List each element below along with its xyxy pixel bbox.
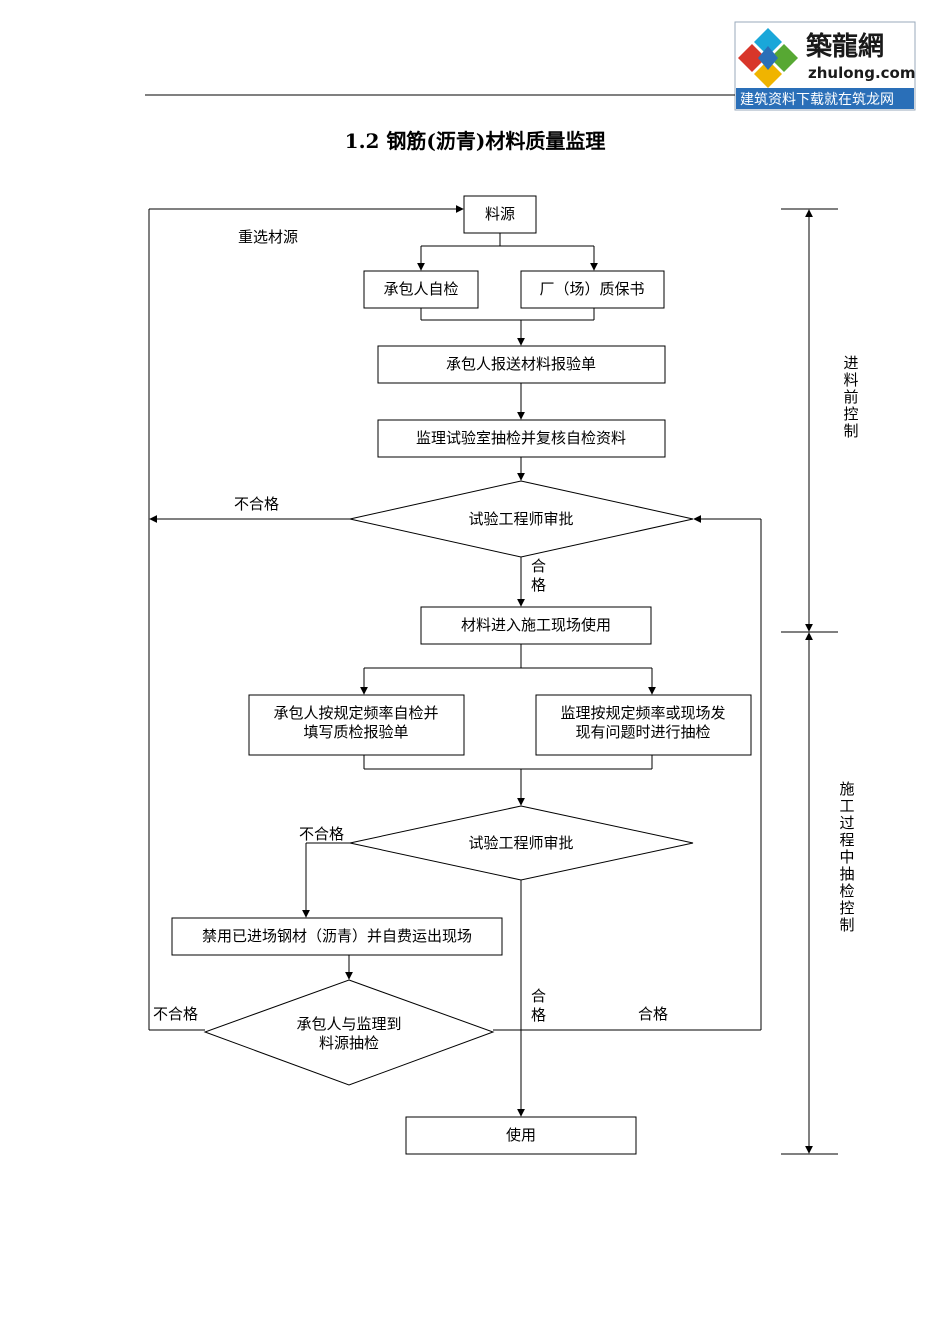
label-pass-2-b: 格 xyxy=(531,1006,546,1024)
label-pass-2-a: 合 xyxy=(531,987,546,1005)
node-self-check-label: 承包人自检 xyxy=(383,280,458,298)
node-joint-check xyxy=(203,979,495,1086)
logo-name: 築龍網 xyxy=(805,31,884,62)
zhulong-logo: 築龍網 zhulong.com 建筑资料下载就在筑龙网 xyxy=(734,21,916,111)
svg-text:进: 进 xyxy=(843,354,858,372)
svg-text:过: 过 xyxy=(839,814,854,832)
svg-text:制: 制 xyxy=(843,422,858,440)
label-pass-1-a: 合 xyxy=(531,557,546,575)
node-approve-2-label: 试验工程师审批 xyxy=(468,834,573,852)
svg-text:制: 制 xyxy=(839,916,854,934)
svg-text:检: 检 xyxy=(839,882,854,900)
svg-text:料: 料 xyxy=(843,371,858,389)
logo-slogan: 建筑资料下载就在筑龙网 xyxy=(740,92,894,108)
node-factory-cert xyxy=(520,270,665,309)
node-enter-site-label: 材料进入施工现场使用 xyxy=(461,616,611,634)
phase-pre-entry: 进 料 前 控 制 xyxy=(843,354,858,440)
node-source xyxy=(463,195,537,234)
phase-in-process: 施 工 过 程 中 抽 检 控 制 xyxy=(839,780,854,934)
node-source-label: 料源 xyxy=(485,205,515,223)
node-approve-1-label: 试验工程师审批 xyxy=(468,510,573,528)
logo-mark-icon xyxy=(738,28,798,88)
node-contractor-freq-line2: 填写质检报验单 xyxy=(303,723,408,741)
node-lab-check xyxy=(377,419,666,458)
svg-text:程: 程 xyxy=(839,831,854,849)
svg-text:抽: 抽 xyxy=(839,865,854,883)
svg-text:控: 控 xyxy=(843,405,858,423)
node-joint-check-line1: 承包人与监理到 xyxy=(296,1015,401,1033)
node-use xyxy=(405,1116,637,1155)
node-report-form-label: 承包人报送材料报验单 xyxy=(446,355,596,373)
node-contractor-freq-line1: 承包人按规定频率自检并 xyxy=(273,704,438,722)
label-reselect: 重选材源 xyxy=(238,228,298,246)
node-ban xyxy=(171,917,503,956)
node-supervisor-freq-line2: 现有问题时进行抽检 xyxy=(575,723,710,741)
node-use-label: 使用 xyxy=(506,1126,536,1144)
svg-text:控: 控 xyxy=(839,899,854,917)
label-pass-3: 合格 xyxy=(638,1005,668,1023)
node-self-check xyxy=(363,270,479,309)
label-fail-3: 不合格 xyxy=(153,1005,198,1023)
node-ban-label: 禁用已进场钢材（沥青）并自费运出现场 xyxy=(202,927,472,945)
phase-bracket xyxy=(781,208,838,1155)
node-contractor-freq xyxy=(248,694,465,756)
svg-text:工: 工 xyxy=(839,797,854,815)
node-supervisor-freq-line1: 监理按规定频率或现场发 xyxy=(560,704,725,722)
node-supervisor-freq xyxy=(535,694,752,756)
label-pass-1-b: 格 xyxy=(531,576,546,594)
node-joint-check-line2: 料源抽检 xyxy=(319,1034,379,1052)
node-report-form xyxy=(377,345,666,384)
node-lab-check-label: 监理试验室抽检并复核自检资料 xyxy=(416,429,626,447)
page-title: 1.2 钢筋(沥青)材料质量监理 xyxy=(345,129,606,153)
label-fail-1: 不合格 xyxy=(234,495,279,513)
node-enter-site xyxy=(420,606,652,645)
connectors xyxy=(148,205,762,1117)
node-factory-cert-label: 厂（场）质保书 xyxy=(539,280,644,298)
svg-text:施: 施 xyxy=(839,780,854,798)
logo-domain: zhulong.com xyxy=(808,64,915,82)
svg-text:前: 前 xyxy=(843,388,858,406)
label-fail-2: 不合格 xyxy=(299,825,344,843)
svg-text:中: 中 xyxy=(839,848,854,866)
